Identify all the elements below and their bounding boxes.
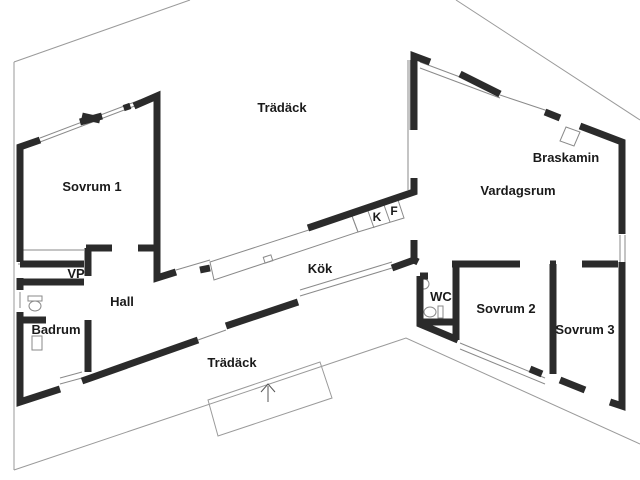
braskamin-icon — [559, 126, 581, 147]
room-label-tradack-top: Trädäck — [257, 100, 307, 115]
room-label-kok: Kök — [308, 261, 333, 276]
wc-toilet-icon — [423, 306, 437, 318]
room-label-vp: VP — [67, 266, 85, 281]
freezer-label: F — [390, 204, 397, 218]
room-label-badrum: Badrum — [31, 322, 80, 337]
room-label-sovrum-3: Sovrum 3 — [555, 322, 614, 337]
room-label-sovrum-2: Sovrum 2 — [476, 301, 535, 316]
room-label-sovrum-1: Sovrum 1 — [62, 179, 121, 194]
toilet-icon — [28, 300, 42, 312]
room-label-hall: Hall — [110, 294, 134, 309]
room-label-tradack-bottom: Trädäck — [207, 355, 257, 370]
entrance-arrow-icon — [260, 383, 276, 402]
room-label-wc: WC — [430, 289, 452, 304]
outer-lines — [175, 60, 409, 341]
sink-icon — [31, 335, 43, 351]
room-label-vardagsrum: Vardagsrum — [480, 183, 555, 198]
walls — [16, 50, 626, 411]
fridge-label: K — [373, 210, 382, 224]
room-label-braskamin: Braskamin — [533, 150, 600, 165]
deck-outline — [13, 0, 640, 471]
